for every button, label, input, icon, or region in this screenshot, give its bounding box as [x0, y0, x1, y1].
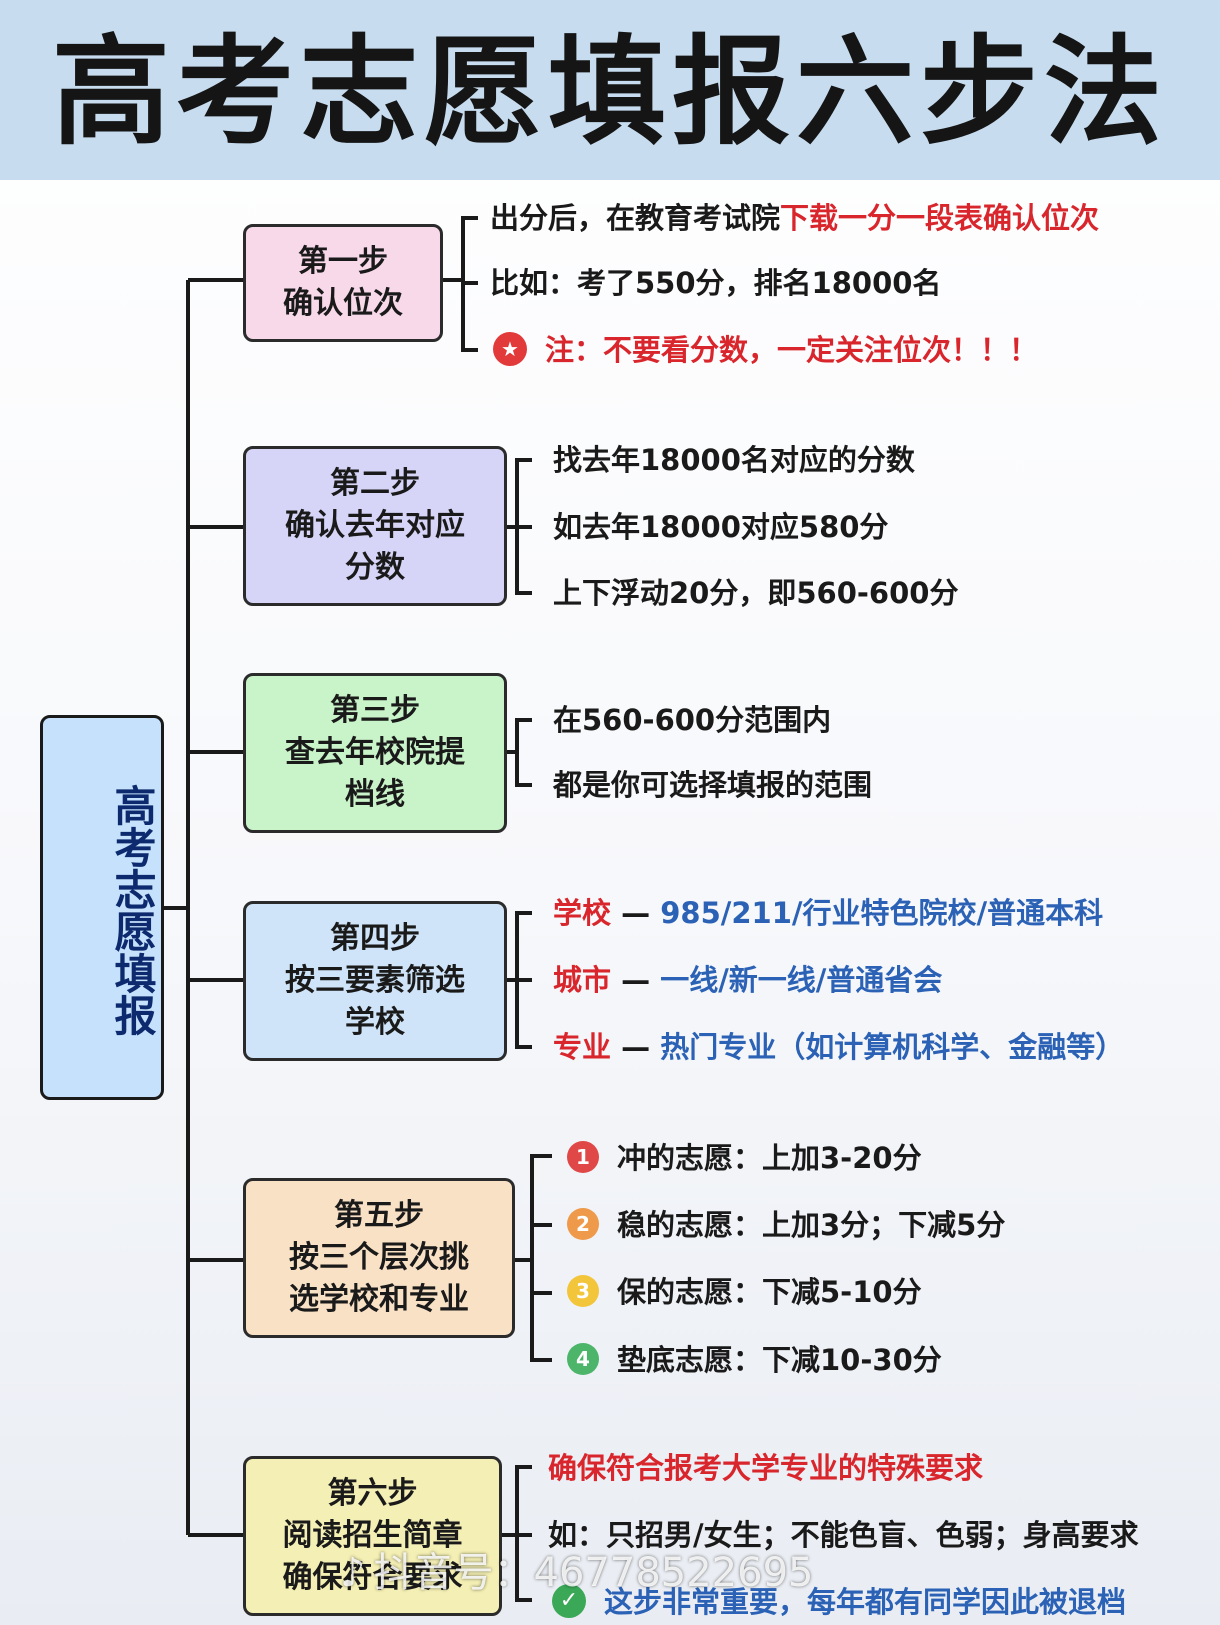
- step-3-title: 第三步: [330, 693, 420, 728]
- step-1-item-1: 出分后，在教育考试院下载一分一段表确认位次: [490, 201, 1100, 235]
- step-4-item-1: 学校 — 985/211/行业特色院校/普通本科: [553, 896, 1104, 930]
- root-label: 高考志愿填报: [108, 784, 157, 1036]
- douyin-logo-icon: ♪: [340, 1550, 366, 1596]
- step-4-subtitle-2: 学校: [345, 1005, 405, 1040]
- step-2-item-1: 找去年18000名对应的分数: [553, 443, 915, 477]
- step-3-subtitle-1: 查去年校院提: [285, 735, 465, 770]
- step-3-subtitle-2: 档线: [345, 777, 405, 812]
- step-3-box: 第三步 查去年校院提 档线: [243, 673, 507, 833]
- step-2-subtitle-1: 确认去年对应: [285, 508, 465, 543]
- number-1-icon: 1: [567, 1141, 599, 1173]
- step-5-subtitle-2: 选学校和专业: [289, 1282, 469, 1317]
- step-5-subtitle-1: 按三个层次挑: [289, 1240, 469, 1275]
- step-5-box: 第五步 按三个层次挑 选学校和专业: [243, 1178, 515, 1338]
- step-1-item-3: ★注：不要看分数，一定关注位次！！！: [493, 330, 1038, 370]
- watermark: ♪抖音号：46778522695: [340, 1540, 813, 1598]
- step-4-box: 第四步 按三要素筛选 学校: [243, 901, 507, 1061]
- step-6-box: 第六步 阅读招生简章 确保符合要求: [243, 1456, 502, 1616]
- number-4-icon: 4: [567, 1343, 599, 1375]
- step-2-title: 第二步: [330, 466, 420, 501]
- step-3-item-2: 都是你可选择填报的范围: [553, 768, 873, 802]
- step-2-box: 第二步 确认去年对应 分数: [243, 446, 507, 606]
- step-4-title: 第四步: [330, 921, 420, 956]
- star-icon: ★: [493, 332, 527, 366]
- step-5-title: 第五步: [334, 1198, 424, 1233]
- page-title: 高考志愿填报六步法: [51, 23, 1168, 161]
- title-bar: 高考志愿填报六步法: [0, 0, 1220, 180]
- step-2-item-3: 上下浮动20分，即560-600分: [553, 576, 959, 610]
- step-6-item-3: ✓这步非常重要，每年都有同学因此被退档: [552, 1582, 1126, 1622]
- check-icon: ✓: [552, 1584, 586, 1618]
- step-4-subtitle-1: 按三要素筛选: [285, 963, 465, 998]
- step-4-item-2: 城市 — 一线/新一线/普通省会: [553, 963, 943, 997]
- step-6-subtitle-1: 阅读招生简章: [282, 1518, 463, 1553]
- step-6-title: 第六步: [327, 1476, 418, 1511]
- number-2-icon: 2: [567, 1208, 599, 1240]
- step-2-item-2: 如去年18000对应580分: [553, 510, 889, 544]
- step-6-item-1: 确保符合报考大学专业的特殊要求: [548, 1451, 984, 1485]
- step-1-box: 第一步 确认位次: [243, 224, 443, 342]
- step-1-subtitle: 确认位次: [283, 286, 403, 321]
- step-6-subtitle-2: 确保符合要求: [282, 1560, 463, 1595]
- step-6-item-2: 如：只招男/女生；不能色盲、色弱；身高要求: [548, 1518, 1139, 1552]
- root-node: 高考志愿填报: [40, 715, 164, 1100]
- step-1-item-2: 比如：考了550分，排名18000名: [490, 266, 942, 300]
- step-4-item-3: 专业 — 热门专业（如计算机科学、金融等）: [553, 1030, 1125, 1064]
- step-2-subtitle-2: 分数: [345, 550, 405, 585]
- number-3-icon: 3: [567, 1275, 599, 1307]
- watermark-text: 抖音号：46778522695: [373, 1550, 814, 1596]
- step-1-title: 第一步: [298, 244, 388, 279]
- step-3-item-1: 在560-600分范围内: [553, 703, 832, 737]
